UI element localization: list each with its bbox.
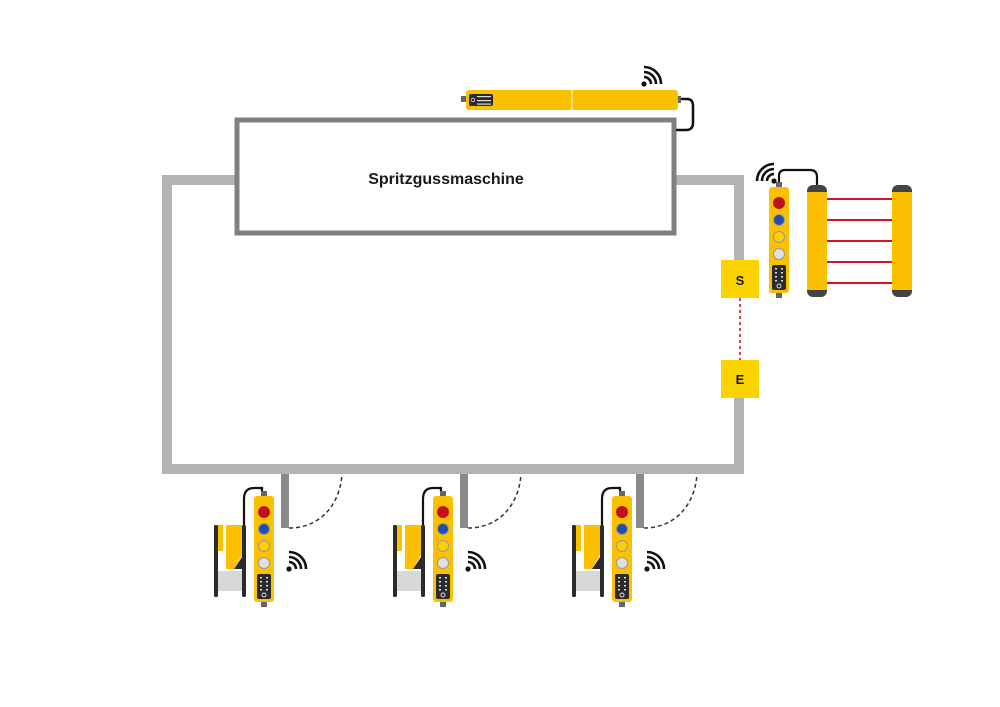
control-box-icon	[611, 490, 633, 608]
machine-label: Spritzgussmaschine	[368, 171, 524, 188]
sensor-s-box	[721, 260, 759, 298]
light-grid-icon	[461, 90, 695, 132]
door-station-3	[572, 486, 666, 608]
door-lock-icon	[214, 525, 246, 597]
control-box-icon	[253, 490, 275, 608]
door-station-1	[214, 486, 308, 608]
door-station-2	[393, 486, 487, 608]
door-lock-icon	[393, 525, 425, 597]
door-lock-icon	[572, 525, 604, 597]
fence-door-posts	[281, 473, 698, 529]
wifi-icon	[755, 162, 778, 185]
control-box-icon	[432, 490, 454, 608]
wifi-icon	[285, 550, 308, 573]
injection-molding-machine	[234, 117, 677, 236]
safety-fence	[162, 175, 744, 474]
wifi-icon	[464, 550, 487, 573]
wifi-icon	[643, 550, 666, 573]
wifi-icon	[640, 65, 663, 88]
sensor-e-box	[721, 360, 759, 398]
sensor-s-label: S	[736, 273, 745, 288]
sensor-e-label: E	[736, 372, 745, 387]
control-box-icon	[768, 181, 790, 299]
light-curtain-icon	[807, 185, 912, 297]
